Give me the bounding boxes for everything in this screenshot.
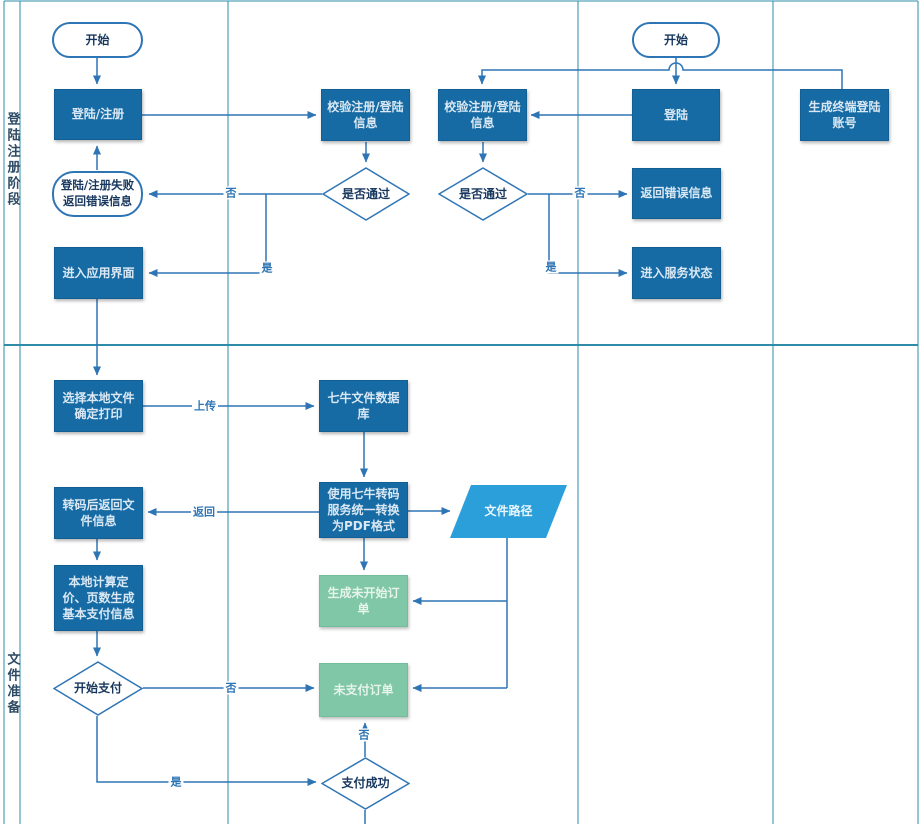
node-login-register-label: 登陆/注册 (71, 107, 125, 122)
node-pay-success-label: 支付成功 (341, 776, 390, 791)
node-pay-success[interactable]: 支付成功 (321, 757, 410, 810)
node-transcode[interactable]: 使用七牛转码服务统一转换为PDF格式 (319, 482, 408, 538)
node-login-box-label: 登陆 (663, 107, 688, 122)
node-file-path-label: 文件路径 (484, 504, 533, 519)
node-verify-right[interactable]: 校验注册/登陆信息 (438, 89, 527, 141)
node-unpaid-order-label: 未支付订单 (333, 682, 394, 697)
diamond-shape (438, 167, 528, 221)
node-file-path[interactable]: 文件路径 (450, 485, 567, 538)
node-start-left[interactable]: 开始 (52, 22, 143, 58)
node-pass-right[interactable]: 是否通过 (438, 167, 528, 221)
node-transcode-label: 使用七牛转码服务统一转换为PDF格式 (327, 486, 400, 534)
node-start-right[interactable]: 开始 (632, 22, 720, 58)
node-start-pay-label: 开始支付 (73, 681, 122, 696)
node-enter-app[interactable]: 进入应用界面 (54, 247, 143, 299)
node-gen-order[interactable]: 生成未开始订单 (319, 575, 408, 627)
node-pass-left[interactable]: 是否通过 (322, 167, 410, 221)
node-pass-left-label: 是否通过 (341, 186, 390, 201)
edge-label-no-left: 否 (223, 186, 239, 200)
lane-label-login-phase: 登陆注册阶段 (4, 112, 20, 208)
swimlane-grid (3, 0, 919, 824)
diamond-shape (53, 661, 143, 716)
edge-label-no-right: 否 (572, 186, 588, 200)
node-return-file-info[interactable]: 转码后返回文件信息 (54, 487, 143, 539)
edge-label-yes-right: 是 (543, 260, 559, 274)
node-login-register[interactable]: 登陆/注册 (54, 89, 142, 140)
edge-label-no-success: 否 (356, 728, 372, 742)
edge-label-yes-pay: 是 (168, 775, 184, 789)
node-qiniu-db[interactable]: 七牛文件数据库 (319, 380, 408, 432)
node-unpaid-order[interactable]: 未支付订单 (319, 663, 408, 717)
node-enter-app-label: 进入应用界面 (62, 265, 135, 280)
node-return-file-info-label: 转码后返回文件信息 (62, 497, 135, 528)
node-start-left-label: 开始 (85, 32, 110, 47)
node-gen-order-label: 生成未开始订单 (327, 585, 400, 616)
edge-pass-left-yes-to-enter-app (148, 194, 267, 277)
node-gen-terminal[interactable]: 生成终端登陆账号 (800, 89, 889, 141)
node-fail-oval-label: 登陆/注册失败返回错误信息 (60, 178, 135, 208)
diamond-shape (321, 757, 410, 810)
edge-label-return: 返回 (191, 505, 217, 519)
edge-gen-terminal-to-verify-right (478, 62, 843, 89)
node-start-pay[interactable]: 开始支付 (53, 661, 143, 716)
edge-label-yes-left: 是 (259, 261, 275, 275)
node-login-box[interactable]: 登陆 (632, 89, 720, 141)
edge-label-upload: 上传 (192, 399, 218, 413)
edge-start-pay-yes-to-pay-success (96, 716, 317, 786)
node-return-error-label: 返回错误信息 (640, 186, 713, 201)
node-select-file-label: 选择本地文件确定打印 (62, 390, 135, 421)
node-select-file[interactable]: 选择本地文件确定打印 (54, 380, 143, 432)
node-gen-terminal-label: 生成终端登陆账号 (808, 99, 881, 130)
edge-pass-right-yes-to-enter-service (548, 194, 628, 277)
node-return-error[interactable]: 返回错误信息 (632, 168, 721, 219)
node-calc-price-label: 本地计算定价、页数生成基本支付信息 (62, 574, 135, 622)
edge-label-no-pay: 否 (223, 681, 239, 695)
node-fail-oval[interactable]: 登陆/注册失败返回错误信息 (52, 171, 143, 217)
node-start-right-label: 开始 (663, 32, 688, 47)
lane-label-file-prep: 文件准备 (4, 652, 20, 716)
diamond-shape (322, 167, 410, 221)
node-verify-right-label: 校验注册/登陆信息 (444, 99, 521, 130)
node-verify-left[interactable]: 校验注册/登陆信息 (321, 89, 410, 141)
node-enter-service-label: 进入服务状态 (640, 265, 713, 280)
node-qiniu-db-label: 七牛文件数据库 (327, 390, 400, 421)
node-pass-right-label: 是否通过 (458, 186, 507, 201)
node-verify-left-label: 校验注册/登陆信息 (327, 99, 404, 130)
node-enter-service[interactable]: 进入服务状态 (632, 247, 721, 299)
node-calc-price[interactable]: 本地计算定价、页数生成基本支付信息 (54, 565, 143, 631)
parallelogram-shape (450, 485, 567, 538)
